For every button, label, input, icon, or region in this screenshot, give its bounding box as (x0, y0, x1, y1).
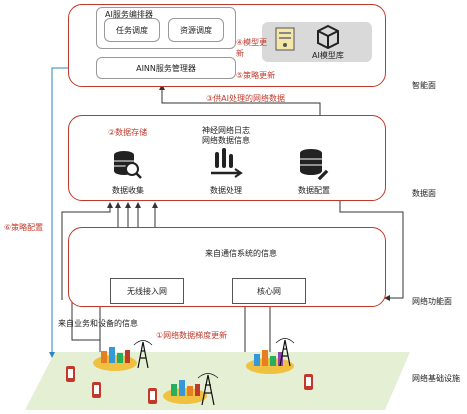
from-comm-label: 来自通信系统的信息 (205, 249, 277, 258)
phone-icon (92, 382, 101, 398)
resource-scheduling-box: 资源调度 (168, 18, 224, 42)
nn-info-line1: 神经网络日志 (202, 126, 250, 135)
model-library-icons (275, 24, 339, 51)
ainn-manager-label: AINN服务管理器 (136, 63, 196, 73)
data-config-label: 数据配置 (298, 186, 330, 195)
data-processing-icon (211, 148, 243, 178)
database-search-icon (114, 151, 142, 179)
orchestrator-title: AI服务编排器 (105, 10, 153, 19)
data-storage-label: ②数据存储 (108, 128, 148, 137)
model-library-box: AI模型库 (262, 22, 372, 62)
from-business-label: 来自业务和设备的信息 (58, 319, 138, 328)
database-config-icon (300, 149, 330, 180)
model-update-label: ④模型更新 (236, 38, 268, 58)
core-network-box: 核心网 (232, 278, 306, 304)
resource-scheduling-label: 资源调度 (180, 25, 212, 35)
phone-icon (148, 388, 157, 404)
phone-icon (304, 374, 313, 390)
city-cluster-icon (163, 380, 207, 404)
data-plane-label: 数据面 (412, 189, 436, 198)
task-scheduling-box: 任务调度 (104, 18, 160, 42)
wireless-access-label: 无线接入网 (127, 286, 167, 296)
intelligence-plane-label: 智能面 (412, 81, 436, 90)
gradient-update-label: ①网络数据梯度更新 (156, 331, 228, 340)
cube-icon (317, 24, 339, 50)
city-cluster-icon (93, 347, 137, 371)
cell-tower-icon (133, 340, 153, 369)
ainn-manager-box: AINN服务管理器 (96, 57, 236, 79)
data-process-label: 数据处理 (210, 186, 242, 195)
policy-config-label: ⑥策略配置 (4, 223, 44, 232)
infrastructure-plane-label: 网络基础设施 (412, 374, 460, 383)
cell-tower-icon (197, 373, 219, 406)
network-function-plane-label: 网络功能面 (412, 297, 452, 306)
nn-info-line2: 网络数据信息 (202, 136, 250, 145)
task-scheduling-label: 任务调度 (116, 25, 148, 35)
policy-update-label: ⑤策略更新 (236, 71, 276, 80)
model-library-label: AI模型库 (312, 51, 344, 60)
cell-tower-icon (275, 338, 295, 367)
phone-icon (66, 366, 75, 382)
core-network-label: 核心网 (257, 286, 281, 296)
wireless-access-box: 无线接入网 (110, 278, 184, 304)
supply-ai-data-label: ③供AI处理的网络数据 (206, 94, 286, 103)
city-cluster-icon (246, 350, 294, 374)
data-collect-label: 数据收集 (112, 186, 144, 195)
server-icon (275, 27, 295, 51)
